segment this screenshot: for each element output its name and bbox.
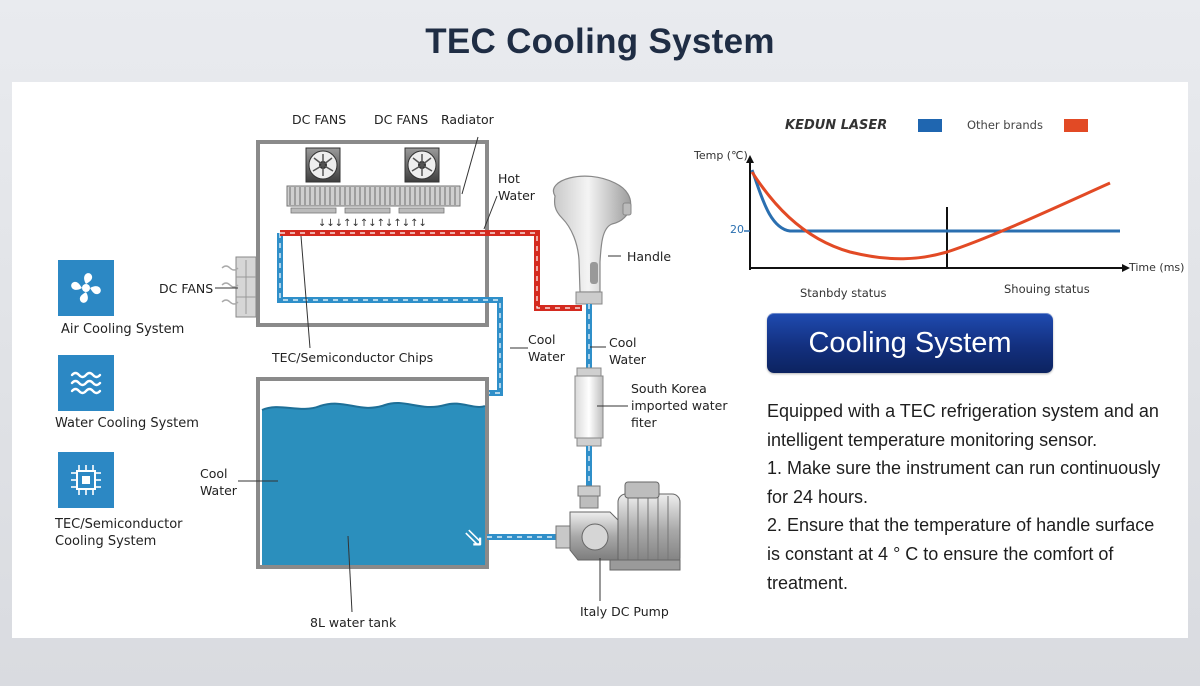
page-title: TEC Cooling System bbox=[425, 22, 775, 61]
cooling-system-banner: Cooling System bbox=[767, 313, 1053, 373]
description-point-1: 1. Make sure the instrument can run cont… bbox=[767, 458, 1161, 507]
label-cool-water-tank: Cool Water bbox=[200, 466, 237, 498]
water-cooling-label: Water Cooling System bbox=[55, 416, 199, 431]
x-axis-label: Time (ms) bbox=[1129, 261, 1185, 274]
legend-other-swatch bbox=[1064, 119, 1088, 132]
phase-showing-label: Shouing status bbox=[1004, 282, 1090, 296]
side-dc-fans-icon bbox=[221, 256, 257, 318]
water-waves-icon bbox=[70, 371, 102, 395]
label-pump: Italy DC Pump bbox=[580, 604, 669, 619]
legend-other-label: Other brands bbox=[967, 118, 1043, 132]
chip-icon bbox=[71, 465, 101, 495]
legend-kedun-swatch bbox=[918, 119, 942, 132]
description-point-2: 2. Ensure that the temperature of handle… bbox=[767, 515, 1155, 593]
description: Equipped with a TEC refrigeration system… bbox=[767, 397, 1172, 597]
label-dc-fans-2: DC FANS bbox=[374, 112, 429, 127]
label-hot-water: Hot Water bbox=[498, 171, 535, 203]
y-tick-20: 20 bbox=[730, 223, 744, 236]
air-cooling-tile bbox=[58, 260, 114, 316]
label-dc-fans-1: DC FANS bbox=[292, 112, 347, 127]
fan-icon bbox=[71, 273, 101, 303]
label-water-filter: South Korea imported water fiter bbox=[631, 381, 728, 430]
series-other-line bbox=[750, 171, 1111, 261]
label-water-tank: 8L water tank bbox=[310, 615, 397, 630]
description-intro: Equipped with a TEC refrigeration system… bbox=[767, 401, 1159, 450]
pump-icon bbox=[555, 481, 681, 571]
water-cooling-tile bbox=[58, 355, 114, 411]
label-cool-water-1: Cool Water bbox=[528, 332, 565, 364]
label-handle: Handle bbox=[627, 249, 672, 264]
dc-fan-1-icon bbox=[305, 147, 341, 183]
water-tank bbox=[256, 377, 489, 569]
water-filter-icon bbox=[574, 367, 604, 447]
radiator-icon bbox=[286, 185, 461, 214]
label-radiator: Radiator bbox=[441, 112, 494, 127]
tank-water bbox=[262, 402, 485, 565]
series-kedun-line bbox=[750, 169, 1120, 233]
phase-standby-label: Stanbdy status bbox=[800, 286, 887, 300]
svg-text:⇘: ⇘ bbox=[463, 523, 485, 553]
air-cooling-label: Air Cooling System bbox=[61, 322, 185, 337]
label-cool-water-2: Cool Water bbox=[609, 335, 646, 367]
legend-kedun-label: KEDUN LASER bbox=[785, 118, 888, 133]
label-dc-fans-side: DC FANS bbox=[159, 281, 214, 296]
leader-lines bbox=[215, 136, 628, 613]
label-tec-chips: TEC/Semiconductor Chips bbox=[272, 350, 434, 365]
tec-cooling-tile bbox=[58, 452, 114, 508]
tec-chip-arrows: ↓↓↓↑↓↑↓↑↓↑↓↑↓ bbox=[318, 218, 427, 229]
dc-fan-2-icon bbox=[404, 147, 440, 183]
y-axis-label: Temp (℃) bbox=[694, 149, 748, 162]
tec-cooling-label: TEC/Semiconductor Cooling System bbox=[55, 517, 183, 549]
